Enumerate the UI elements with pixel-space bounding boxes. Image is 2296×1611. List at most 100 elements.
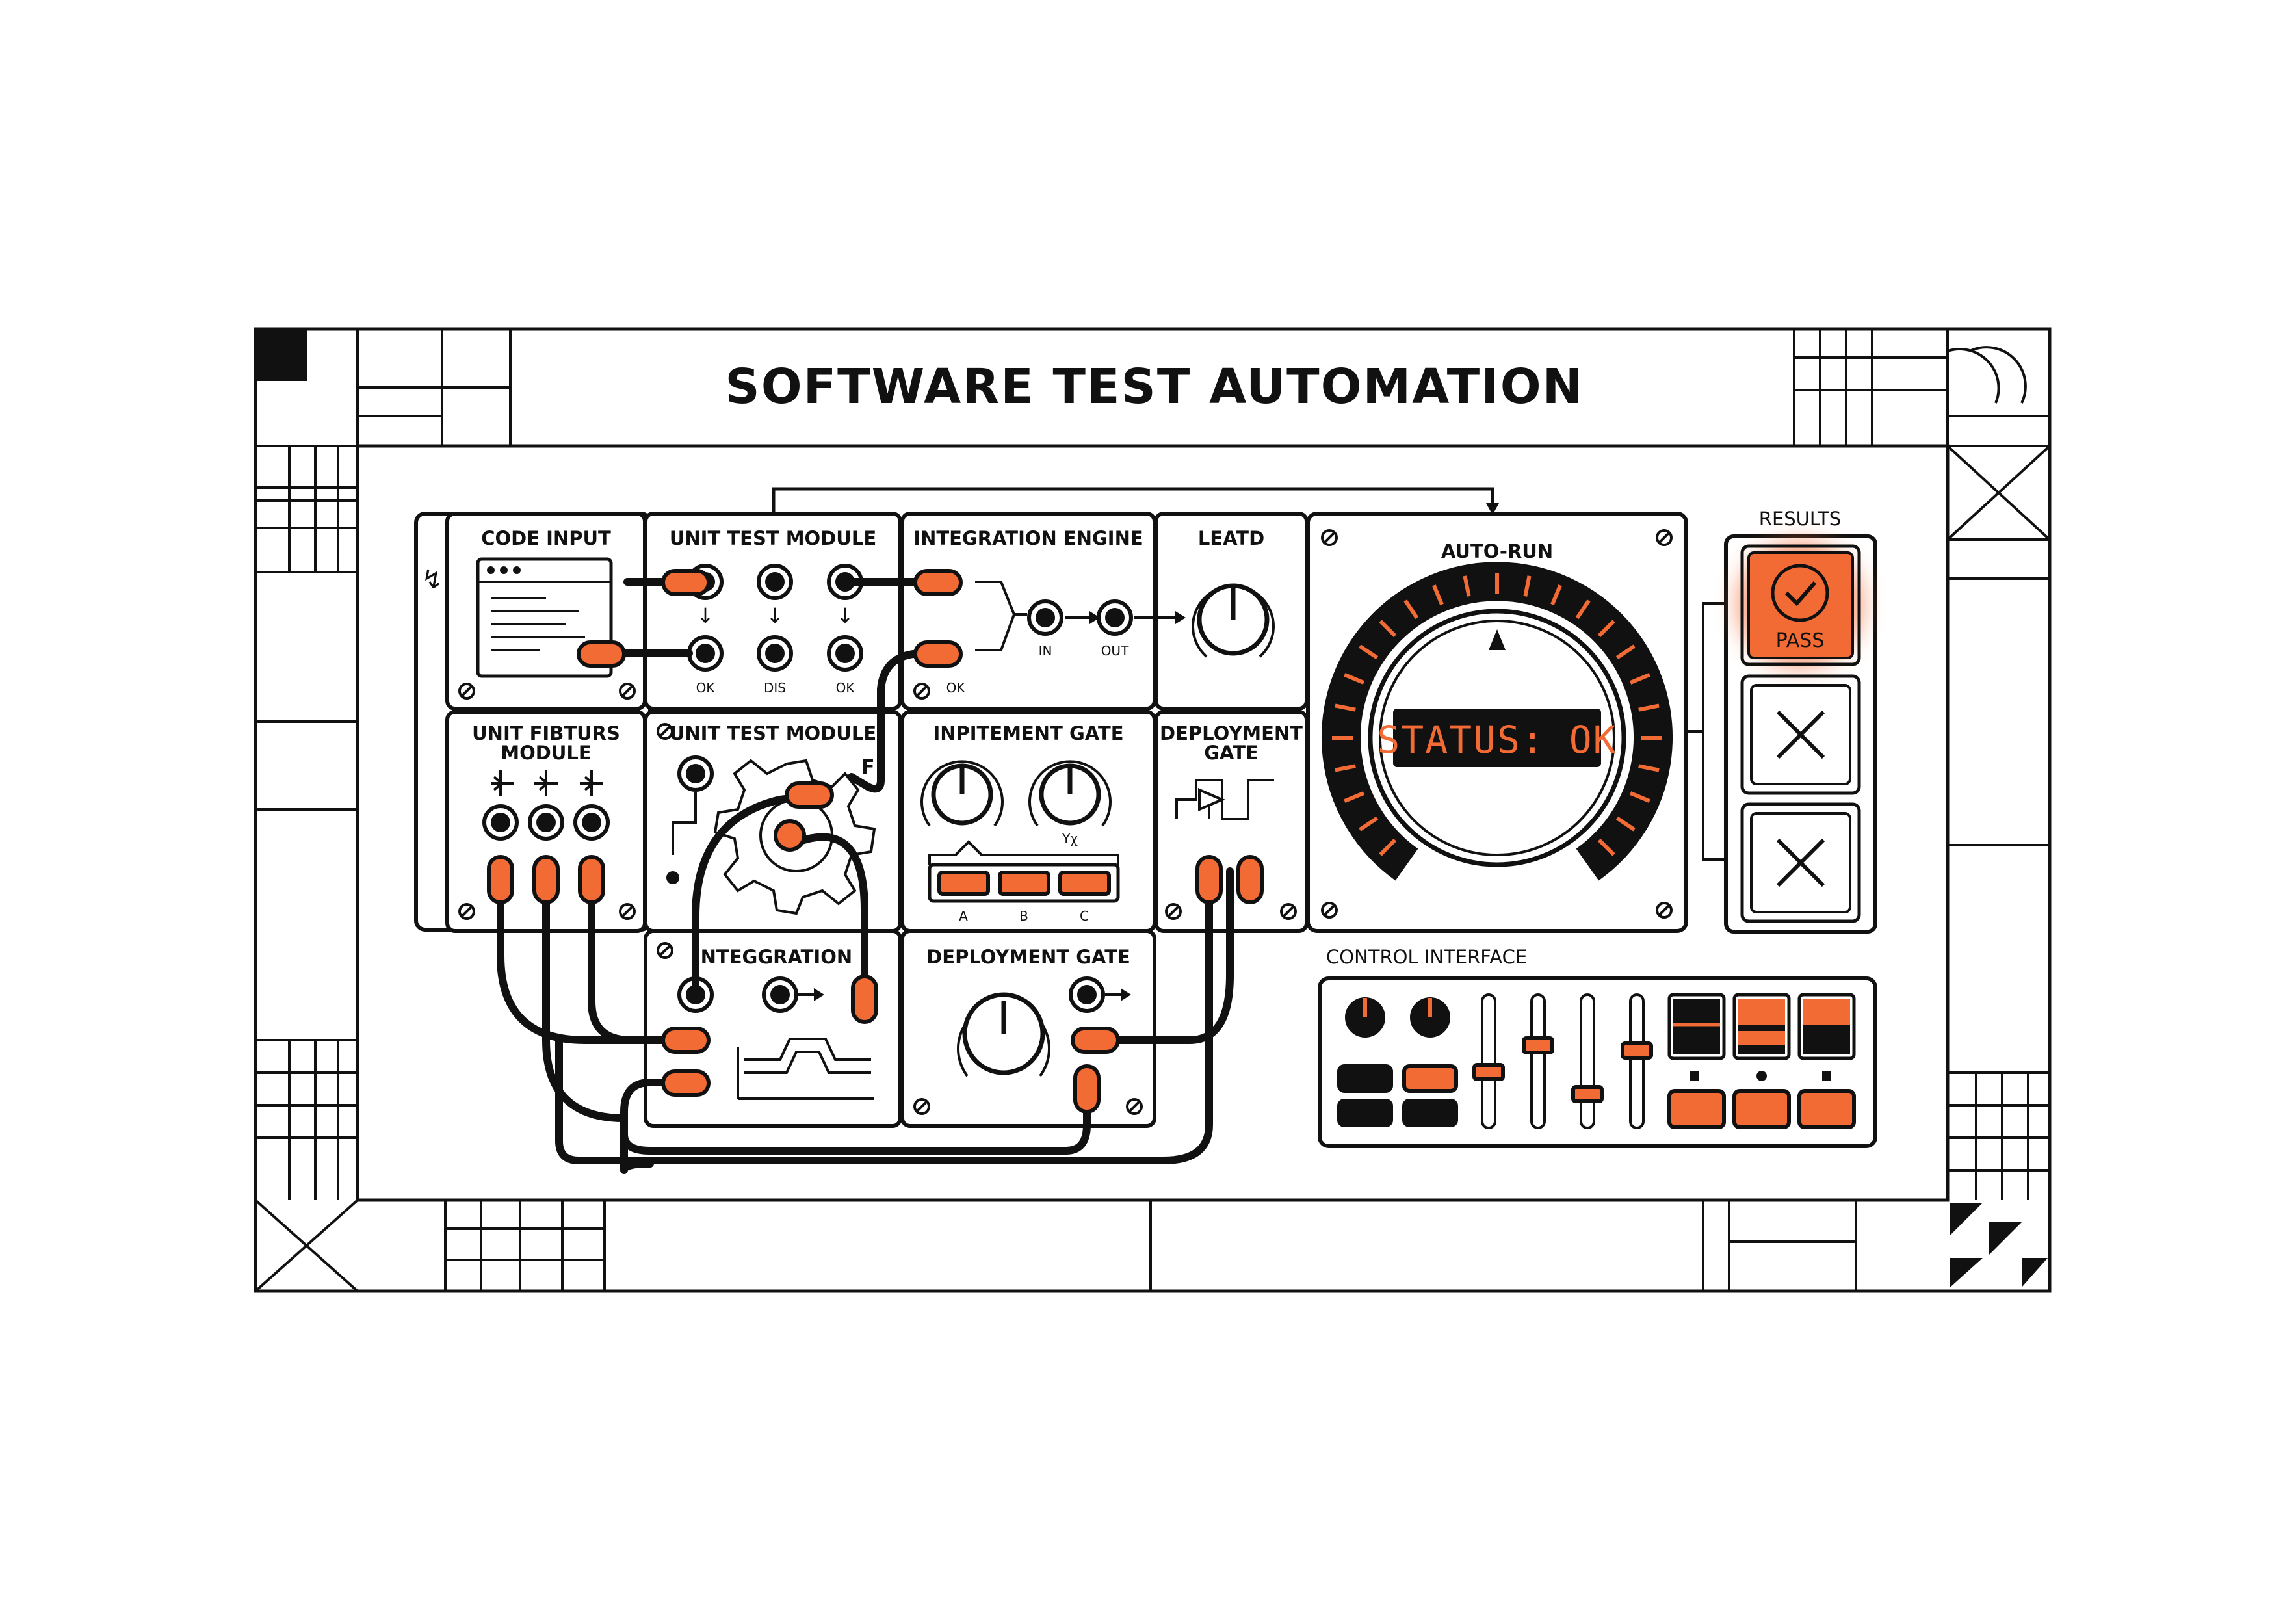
- x-icon: [1776, 838, 1825, 887]
- dial-tick: [1379, 838, 1397, 856]
- plug-icon: [1073, 1064, 1101, 1114]
- svg-text:CODE INPUT: CODE INPUT: [481, 527, 611, 549]
- fail-button-1[interactable]: [1740, 674, 1861, 795]
- gate-button-c[interactable]: [1058, 871, 1111, 896]
- dial-tick: [1403, 599, 1419, 620]
- gate-button-b[interactable]: [998, 871, 1050, 896]
- dial-tick: [1638, 764, 1660, 772]
- test-jack[interactable]: [679, 757, 712, 790]
- plug-icon: [1236, 855, 1264, 904]
- control-button-3[interactable]: [1337, 1099, 1393, 1127]
- plug-icon: [851, 975, 878, 1024]
- dial-tick: [1523, 575, 1532, 597]
- module-deployment-gate-bottom: DEPLOYMENT GATE: [900, 929, 1156, 1128]
- slider-1[interactable]: [1472, 993, 1505, 1129]
- integ-jack-2[interactable]: [764, 978, 796, 1011]
- svg-text:GATE: GATE: [1204, 742, 1259, 764]
- status-display: [1393, 709, 1601, 767]
- mode-switch-2[interactable]: [1732, 993, 1791, 1060]
- fixture-jack-1[interactable]: [484, 806, 517, 839]
- jack-dis[interactable]: [759, 637, 791, 670]
- svg-text:DEPLOYMENT: DEPLOYMENT: [1160, 722, 1303, 744]
- module-integration-engine: INTEGRATION ENGINE IN OUT OK: [900, 512, 1156, 711]
- svg-text:↓: ↓: [837, 603, 854, 628]
- check-icon: [1771, 564, 1829, 622]
- page-title: SOFTWARE TEST AUTOMATION: [725, 359, 1584, 415]
- x-icon: [1776, 710, 1825, 759]
- dial-tick: [1432, 584, 1444, 606]
- svg-text:INTEGGRATION: INTEGGRATION: [694, 946, 852, 968]
- svg-text:B: B: [1019, 908, 1028, 924]
- dial-tick: [1344, 791, 1365, 803]
- control-button-1[interactable]: [1337, 1064, 1393, 1093]
- control-pad-1[interactable]: [1667, 1089, 1726, 1129]
- dial-tick: [1615, 816, 1636, 832]
- results-panel: RESULTS PASS: [1686, 508, 1877, 934]
- rack-side-glyph: ↯: [421, 565, 443, 595]
- dial-tick: [1359, 644, 1379, 660]
- module-deployment-gate: DEPLOYMENT GATE: [1154, 710, 1309, 933]
- fixture-jack-2[interactable]: [530, 806, 562, 839]
- slider-2[interactable]: [1522, 993, 1554, 1129]
- module-unit-test-top: UNIT TEST MODULE ↓ ↓ ↓ OK DIS OK: [644, 512, 902, 711]
- svg-text:PASS: PASS: [1776, 629, 1825, 652]
- patch-plugs[interactable]: [487, 569, 1264, 1114]
- module-unit-test-mid: UNIT TEST MODULE F: [644, 710, 902, 933]
- slider-4[interactable]: [1621, 993, 1653, 1129]
- svg-text:RESULTS: RESULTS: [1759, 508, 1841, 530]
- module-inpitement-gate: INPITEMENT GATE Υχ A B C: [900, 710, 1156, 933]
- dial-tick: [1335, 703, 1356, 712]
- control-interface: CONTROL INTERFACE: [1318, 946, 1877, 1148]
- mode-switch-1[interactable]: [1667, 993, 1726, 1060]
- plug-icon: [532, 855, 560, 904]
- module-auto-run: AUTO-RUN STATUS: OK: [1306, 512, 1688, 933]
- svg-text:UNIT TEST MODULE: UNIT TEST MODULE: [670, 722, 876, 744]
- svg-text:INTEGRATION ENGINE: INTEGRATION ENGINE: [913, 527, 1143, 549]
- svg-text:UNIT FIBTURS: UNIT FIBTURS: [472, 722, 620, 744]
- dial-tick: [1597, 838, 1615, 856]
- control-pad-3[interactable]: [1797, 1089, 1856, 1129]
- plug-icon: [578, 855, 605, 904]
- plug-icon: [577, 640, 626, 668]
- jack-in[interactable]: [1029, 601, 1062, 634]
- slider-3[interactable]: [1571, 993, 1604, 1129]
- jack-out[interactable]: [1099, 601, 1131, 634]
- svg-text:OK: OK: [696, 680, 716, 696]
- mode-switch-3[interactable]: [1797, 993, 1856, 1060]
- fail-button-2[interactable]: [1740, 802, 1861, 923]
- control-button-2[interactable]: [1402, 1064, 1458, 1093]
- waveform-icon: [1175, 779, 1274, 820]
- dial-tick: [1575, 599, 1591, 620]
- gate-button-a[interactable]: [937, 871, 990, 896]
- svg-text:UNIT TEST MODULE: UNIT TEST MODULE: [670, 527, 876, 549]
- pass-button[interactable]: PASS: [1740, 544, 1861, 666]
- status-text: STATUS: OK: [1377, 718, 1617, 762]
- control-pad-2[interactable]: [1732, 1089, 1791, 1129]
- svg-text:↓: ↓: [697, 603, 714, 628]
- plug-icon: [661, 569, 711, 596]
- deploy-jack[interactable]: [1071, 978, 1103, 1011]
- jack-in-2[interactable]: [759, 566, 791, 598]
- fixture-jack-3[interactable]: [575, 806, 608, 839]
- svg-text:A: A: [959, 908, 968, 924]
- dial-tick: [1359, 816, 1379, 832]
- dial-tick: [1379, 620, 1397, 638]
- svg-text:↓: ↓: [766, 603, 784, 628]
- outer-frame: [254, 327, 2052, 1293]
- control-button-4[interactable]: [1402, 1099, 1458, 1127]
- module-code-input: CODE INPUT: [445, 512, 647, 711]
- svg-text:DIS: DIS: [764, 680, 786, 696]
- plug-icon: [487, 855, 514, 904]
- dial-tick: [1550, 584, 1562, 606]
- dial-tick: [1629, 791, 1650, 803]
- patch-cables: [497, 578, 1234, 1174]
- svg-text:OUT: OUT: [1101, 643, 1129, 659]
- jack-ok-1[interactable]: [689, 637, 722, 670]
- plug-icon: [661, 1069, 711, 1097]
- dial-ticks: [1332, 573, 1662, 856]
- svg-text:OK: OK: [836, 680, 855, 696]
- svg-text:IN: IN: [1039, 643, 1052, 659]
- plug-icon: [913, 569, 963, 596]
- jack-ok-2[interactable]: [829, 637, 861, 670]
